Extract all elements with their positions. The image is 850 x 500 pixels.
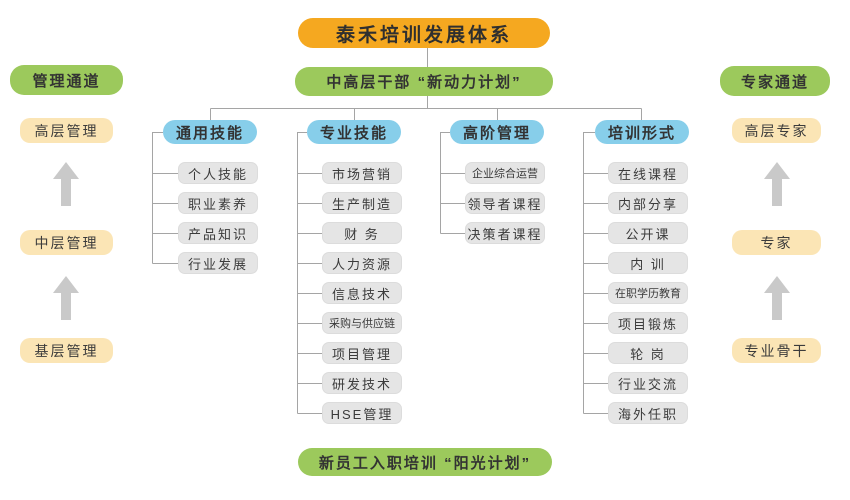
tree-item: 决策者课程 [465, 222, 545, 244]
program-top-box: 中高层干部 “新动力计划” [295, 67, 553, 96]
tree-item: 领导者课程 [465, 192, 545, 214]
trunk-connectors [210, 47, 642, 120]
management-channel-header: 管理通道 [10, 65, 123, 95]
tree-item: 生产制造 [322, 192, 402, 214]
arrow-shaft [772, 293, 782, 320]
column2-tree [297, 132, 322, 414]
tree-item: 人力资源 [322, 252, 402, 274]
column-header-professional-skills: 专业技能 [307, 120, 401, 144]
up-arrow-icon [53, 276, 79, 320]
tree-item: 采购与供应链 [322, 312, 402, 334]
up-arrow-icon [764, 162, 790, 206]
management-level-top: 高层管理 [20, 118, 113, 143]
tree-item: 轮 岗 [608, 342, 688, 364]
tree-item: 海外任职 [608, 402, 688, 424]
expert-channel-header: 专家通道 [720, 66, 830, 96]
tree-item: 职业素养 [178, 192, 258, 214]
arrow-head [53, 276, 79, 293]
management-level-base: 基层管理 [20, 338, 113, 363]
column1-tree [152, 132, 178, 264]
column4-tree [583, 132, 608, 414]
expert-level-top: 高层专家 [732, 118, 821, 143]
column-header-training-forms: 培训形式 [595, 120, 689, 144]
tree-item: 行业交流 [608, 372, 688, 394]
up-arrow-icon [53, 162, 79, 206]
expert-level-middle: 专家 [732, 230, 821, 255]
arrow-head [53, 162, 79, 179]
tree-item: 内部分享 [608, 192, 688, 214]
tree-item: 公开课 [608, 222, 688, 244]
arrow-shaft [61, 293, 71, 320]
program-bottom-box: 新员工入职培训 “阳光计划” [298, 448, 552, 476]
tree-item: 项目管理 [322, 342, 402, 364]
tree-item: 研发技术 [322, 372, 402, 394]
arrow-head [764, 162, 790, 179]
tree-item: 项目锻炼 [608, 312, 688, 334]
column-header-advanced-management: 高阶管理 [450, 120, 544, 144]
arrow-head [764, 276, 790, 293]
title-box: 泰禾培训发展体系 [298, 18, 550, 48]
tree-item: 个人技能 [178, 162, 258, 184]
column-header-general-skills: 通用技能 [163, 120, 257, 144]
up-arrow-icon [764, 276, 790, 320]
tree-item: 企业综合运营 [465, 162, 545, 184]
arrow-shaft [61, 179, 71, 206]
management-level-middle: 中层管理 [20, 230, 113, 255]
tree-item: 市场营销 [322, 162, 402, 184]
tree-item: 财 务 [322, 222, 402, 244]
tree-item: 在职学历教育 [608, 282, 688, 304]
tree-item: 内 训 [608, 252, 688, 274]
arrow-shaft [772, 179, 782, 206]
tree-item: 信息技术 [322, 282, 402, 304]
tree-item: 在线课程 [608, 162, 688, 184]
column3-tree [440, 132, 465, 234]
tree-item: HSE管理 [322, 402, 402, 424]
expert-level-base: 专业骨干 [732, 338, 821, 363]
tree-item: 产品知识 [178, 222, 258, 244]
tree-item: 行业发展 [178, 252, 258, 274]
